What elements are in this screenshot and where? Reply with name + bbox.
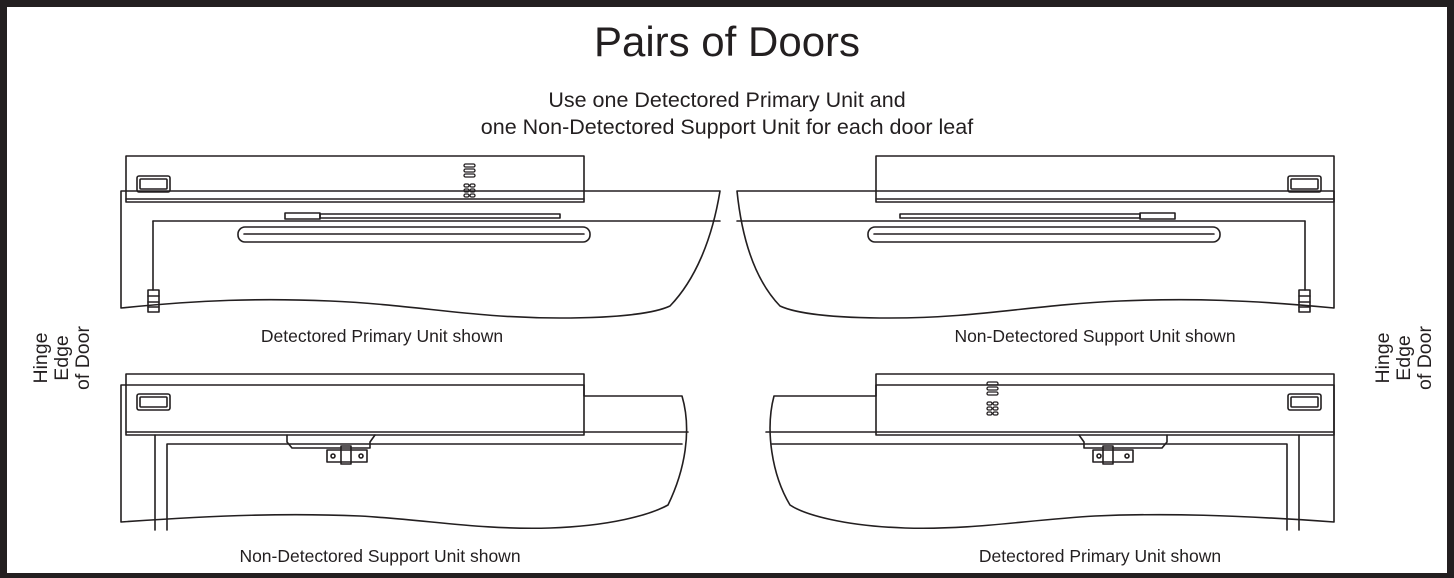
bottom-left-bracket-plate — [326, 445, 368, 465]
bottom-right-door-leaf — [769, 384, 1335, 530]
top-left-cover-slot — [136, 175, 171, 193]
page-title: Pairs of Doors — [593, 18, 861, 65]
top-left-hinge-connector — [147, 289, 160, 313]
subtitle-line-2: one Non-Detectored Support Unit for each… — [480, 115, 974, 139]
top-left-assembly — [120, 155, 721, 319]
top-right-closer-body — [875, 155, 1335, 203]
bottom-left-assembly — [120, 373, 689, 531]
caption-bottom-right: Detectored Primary Unit shown — [978, 546, 1222, 566]
bottom-left-cover-slot — [136, 393, 171, 411]
bottom-left-door-leaf — [120, 384, 688, 530]
bottom-right-detector-indicator — [986, 381, 999, 416]
bottom-right-assembly — [765, 373, 1335, 531]
caption-bottom-left: Non-Detectored Support Unit shown — [239, 546, 521, 566]
subtitle-line-1: Use one Detectored Primary Unit and — [548, 88, 906, 112]
caption-top-left: Detectored Primary Unit shown — [260, 326, 504, 346]
top-right-cover-slot — [1287, 175, 1322, 193]
bottom-right-bracket-plate — [1092, 445, 1134, 465]
caption-top-right: Non-Detectored Support Unit shown — [954, 326, 1236, 346]
bottom-right-closer-body — [875, 373, 1335, 436]
hinge-edge-label-right: Hinge Edge of Door — [1372, 326, 1436, 390]
top-right-door-leaf — [736, 190, 1335, 319]
hinge-edge-label-left: Hinge Edge of Door — [30, 326, 94, 390]
top-left-closer-body — [125, 155, 585, 203]
top-right-arm — [867, 226, 1221, 243]
top-left-detector-indicator — [463, 163, 476, 198]
top-right-assembly — [736, 155, 1335, 319]
top-left-door-leaf — [120, 190, 721, 319]
bottom-right-cover-slot — [1287, 393, 1322, 411]
bottom-left-closer-body — [125, 373, 585, 436]
top-right-hinge-connector — [1298, 289, 1311, 313]
top-left-arm — [237, 226, 591, 243]
